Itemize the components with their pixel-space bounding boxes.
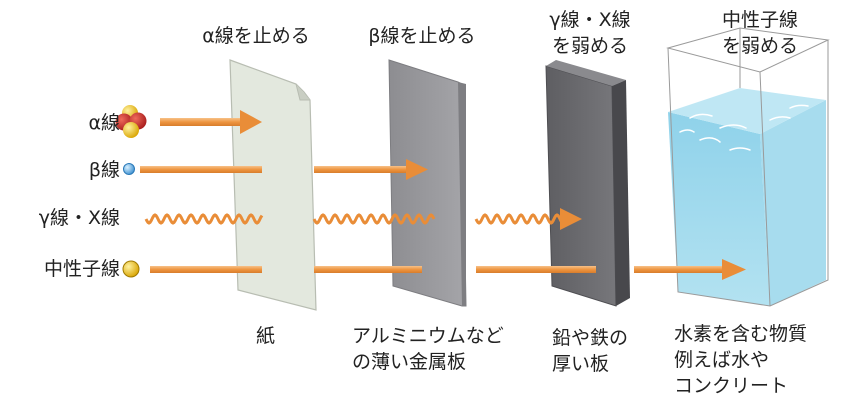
alpha-particle-icon	[115, 105, 147, 138]
gamma-ray-wave	[144, 208, 582, 230]
aluminum-material-line2: の薄い金属板	[352, 351, 467, 373]
paper-material-label: 紙	[256, 325, 276, 347]
aluminum-stops-label: β線を止める	[368, 25, 476, 47]
alpha-ray-label: α線	[88, 112, 120, 134]
gamma-ray-label: γ線・X線	[38, 207, 120, 229]
aluminum-plate	[388, 59, 467, 307]
beta-ray-label: β線	[88, 159, 120, 181]
water-tank	[666, 27, 830, 307]
lead-plate	[545, 60, 630, 307]
lead-stops-label-line1: γ線・X線	[549, 9, 631, 31]
water-stops-label-line2: を弱める	[721, 35, 798, 57]
neutron-ray-arrow	[150, 259, 746, 280]
lead-material-line1: 鉛や鉄の	[552, 327, 629, 349]
beta-particle-icon	[123, 163, 135, 175]
lead-stops-label-line2: を弱める	[551, 35, 628, 57]
water-material-line1: 水素を含む物質	[674, 323, 808, 345]
beta-ray-arrow	[140, 159, 428, 180]
lead-material-line2: 厚い板	[552, 353, 610, 375]
neutron-particle-icon	[122, 260, 140, 278]
aluminum-material-line1: アルミニウムなど	[352, 325, 504, 347]
paper-stops-label: α線を止める	[202, 25, 310, 47]
water-stops-label-line1: 中性子線	[721, 9, 798, 31]
water-material-line3: コンクリート	[674, 375, 789, 397]
neutron-ray-label: 中性子線	[43, 258, 120, 280]
alpha-ray-arrow	[160, 110, 262, 134]
water-material-line2: 例えば水や	[674, 349, 770, 371]
